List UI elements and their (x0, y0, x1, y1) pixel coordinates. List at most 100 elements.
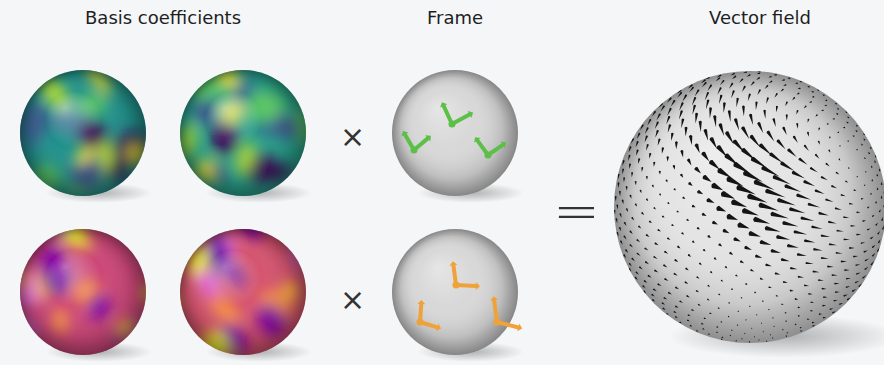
field-vector (821, 234, 831, 237)
field-vector (765, 264, 772, 267)
field-vector (646, 199, 648, 202)
field-vector (804, 145, 809, 151)
field-vector (721, 280, 723, 282)
field-vector (631, 217, 634, 220)
multiply-sign: × (340, 120, 365, 153)
field-vector (763, 110, 766, 119)
field-vector (794, 230, 808, 234)
field-vector (728, 302, 730, 303)
field-vector (781, 258, 790, 261)
field-vector (785, 320, 787, 322)
field-vector (731, 199, 747, 207)
field-vector (874, 160, 876, 163)
field-vector (747, 194, 767, 203)
field-vector (636, 150, 639, 156)
field-vector (870, 147, 872, 149)
field-vector (774, 74, 777, 76)
field-vector (809, 101, 812, 103)
field-vector (689, 87, 694, 93)
field-vector (720, 80, 725, 85)
field-vector (716, 326, 718, 328)
field-vector (744, 246, 752, 250)
field-vector (843, 216, 849, 218)
field-vector (837, 108, 839, 110)
field-vector (865, 171, 867, 172)
field-vector (760, 240, 772, 245)
field-vector (725, 266, 728, 269)
field-vector (708, 235, 711, 238)
field-vector (654, 270, 658, 273)
field-vector (795, 324, 797, 326)
field-vector (635, 277, 638, 280)
field-vector (705, 77, 710, 80)
field-vector (626, 208, 628, 212)
field-vector (775, 272, 781, 274)
field-vector (625, 249, 628, 253)
field-vector (807, 318, 810, 320)
field-vector (771, 249, 781, 253)
field-vector (653, 289, 657, 292)
field-vector (823, 317, 826, 319)
field-vector (871, 165, 873, 167)
field-vector (615, 196, 617, 201)
field-vector (844, 269, 850, 271)
field-vector (839, 145, 841, 147)
field-vector (872, 245, 876, 248)
field-vector (709, 312, 711, 314)
field-vector (622, 169, 624, 175)
field-vector (629, 244, 632, 247)
field-vector (825, 198, 833, 202)
frame-base (453, 282, 460, 289)
field-vector (733, 237, 740, 241)
field-vector (881, 195, 883, 198)
field-vector (659, 103, 663, 108)
field-vector (685, 281, 689, 284)
field-vector (847, 116, 849, 118)
field-vector (711, 183, 723, 191)
field-vector (695, 144, 700, 154)
field-vector (654, 242, 658, 245)
blob-group (0, 202, 164, 365)
field-vector (747, 74, 751, 77)
field-vector (743, 71, 747, 73)
field-vector (749, 305, 751, 307)
field-vector (777, 140, 786, 150)
column-heading: Frame (427, 8, 483, 28)
field-vector (637, 133, 641, 139)
field-vector (641, 212, 644, 215)
field-vector (623, 177, 625, 182)
field-vector (721, 321, 723, 323)
field-vector (776, 295, 779, 297)
field-vector (762, 331, 764, 333)
field-vector (845, 111, 847, 113)
field-vector (685, 268, 689, 271)
field-vector (755, 101, 757, 110)
field-vector (679, 102, 684, 111)
field-vector (792, 171, 805, 179)
field-vector (681, 232, 684, 234)
frame-arrowhead (476, 282, 480, 290)
field-vector (652, 185, 654, 188)
field-vector (852, 289, 856, 292)
field-vector (774, 326, 775, 328)
field-vector (682, 197, 685, 199)
field-vector (861, 144, 863, 146)
sphere-shading (20, 70, 146, 196)
field-vector (861, 242, 866, 244)
field-vector (745, 319, 746, 321)
field-vector (680, 174, 683, 178)
field-vector (843, 127, 845, 129)
field-vector (699, 262, 702, 265)
field-vector (864, 157, 866, 159)
field-vector (835, 103, 837, 105)
field-vector (662, 147, 664, 154)
field-vector (655, 130, 659, 138)
field-vector (629, 263, 632, 267)
field-vector (702, 213, 707, 216)
field-vector (692, 241, 695, 244)
field-vector (675, 316, 678, 318)
field-vector (645, 127, 649, 134)
field-vector (811, 91, 814, 93)
field-vector (762, 300, 764, 302)
